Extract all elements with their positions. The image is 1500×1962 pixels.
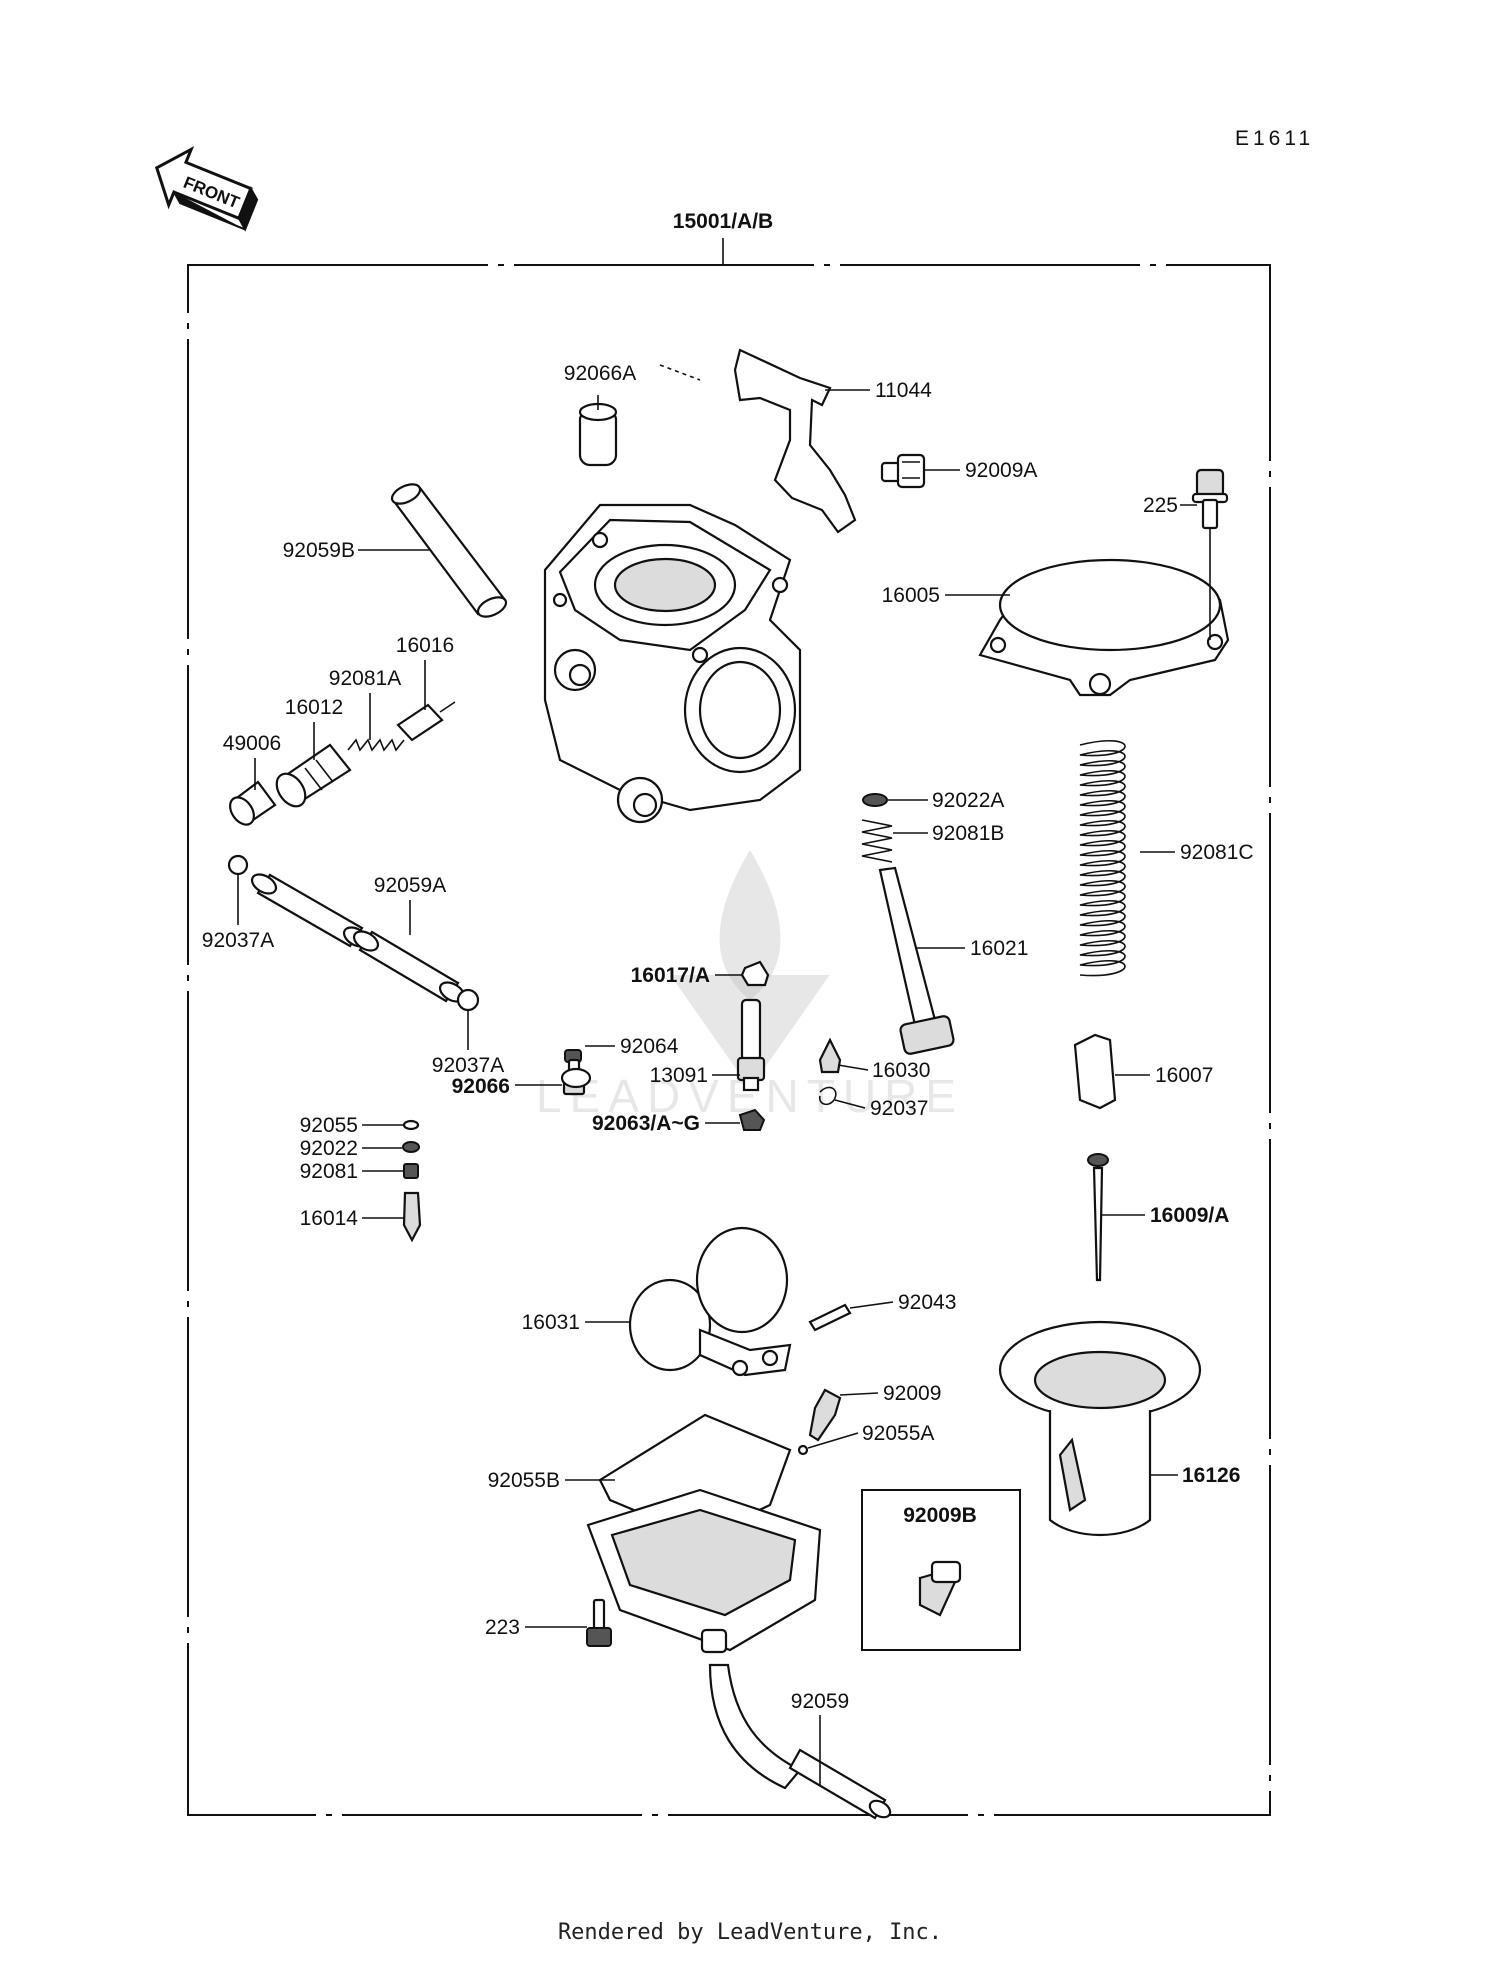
screw-92009A: [880, 453, 926, 489]
callout-92043: 92043: [898, 1291, 956, 1314]
callout-16030: 16030: [872, 1059, 930, 1082]
footer-credit: Rendered by LeadVenture, Inc.: [557, 1920, 943, 1945]
callout-92059B: 92059B: [283, 539, 355, 562]
tube-92059B: [390, 483, 508, 618]
pin-92043: [808, 1303, 852, 1332]
bracket-11044: [733, 348, 857, 534]
callout-13091: 13091: [650, 1064, 708, 1087]
callout-16021: 16021: [970, 937, 1028, 960]
hose-92059A: [250, 873, 466, 1003]
leader-lines: [237, 364, 1211, 1785]
needle-jet-13091: [736, 998, 766, 1092]
assembly-frame: [187, 264, 1271, 1816]
callout-16005: 16005: [882, 584, 940, 607]
spring-92081A: [347, 738, 405, 752]
callout-92066: 92066: [452, 1075, 510, 1098]
callout-92081C: 92081C: [1180, 841, 1254, 864]
washer-92066: [560, 1067, 592, 1089]
callout-92081B: 92081B: [932, 822, 1004, 845]
retainer-16007: [1073, 1033, 1117, 1110]
callout-16017A: 16017/A: [631, 964, 710, 987]
needle-16016: [396, 701, 456, 742]
callout-92059: 92059: [791, 1690, 849, 1713]
callout-92063: 92063/A~G: [592, 1112, 700, 1135]
callout-16012: 16012: [285, 696, 343, 719]
diagram-code: E1611: [1235, 127, 1314, 150]
assembly-label: 15001/A/B: [673, 210, 773, 233]
screw-225: [1191, 468, 1229, 530]
callout-92064: 92064: [620, 1035, 679, 1058]
callout-92055: 92055: [300, 1114, 358, 1137]
callout-92081A: 92081A: [329, 667, 401, 690]
float-bowl: [586, 1488, 822, 1654]
callout-92066A: 92066A: [564, 362, 636, 385]
screw-16014: [402, 1191, 422, 1243]
washer-92022: [402, 1141, 420, 1153]
washer-92022A: [862, 793, 888, 807]
cap-92066A: [578, 402, 618, 467]
needle-jet-16021: [878, 866, 955, 1055]
callout-92022: 92022: [300, 1137, 358, 1160]
callout-92055B: 92055B: [488, 1469, 560, 1492]
front-arrow-icon: FRONT: [154, 146, 259, 232]
cap-49006: [229, 780, 277, 826]
callout-92022A: 92022A: [932, 789, 1004, 812]
oring-92055: [402, 1119, 420, 1131]
callout-92055A: 92055A: [862, 1422, 934, 1445]
callout-92037: 92037: [870, 1097, 928, 1120]
callout-16007: 16007: [1155, 1064, 1213, 1087]
callout-16031: 16031: [522, 1311, 580, 1334]
jet-92063: [738, 1108, 766, 1131]
spring-92081C: [1079, 740, 1126, 977]
clip-92037A-bottom: [456, 988, 480, 1012]
callout-223: 223: [485, 1616, 520, 1639]
callout-92081: 92081: [300, 1160, 358, 1183]
spring-92081B: [861, 819, 893, 863]
carburetor-body: [543, 503, 802, 824]
screw-223: [586, 1598, 612, 1647]
slide-16126: [998, 1320, 1202, 1536]
callout-16014: 16014: [300, 1207, 359, 1230]
callout-92037A-top: 92037A: [202, 929, 274, 952]
callout-16126: 16126: [1182, 1464, 1240, 1487]
screw-92009: [808, 1388, 842, 1442]
screw-16012: [275, 743, 352, 808]
callout-49006: 49006: [223, 732, 281, 755]
float-16031: [628, 1226, 792, 1377]
hose-92059: [708, 1663, 892, 1820]
callout-225: 225: [1143, 494, 1178, 517]
oring-92055A: [797, 1444, 809, 1456]
callout-92009A: 92009A: [965, 459, 1037, 482]
clip-92037A-top: [227, 854, 249, 876]
callout-92009B: 92009B: [903, 1504, 977, 1527]
callout-16016: 16016: [396, 634, 454, 657]
callout-92009: 92009: [883, 1382, 941, 1405]
cover-16005: [978, 558, 1230, 697]
callout-92059A: 92059A: [374, 874, 446, 897]
inset-92009B: [861, 1489, 1021, 1651]
spring-92081: [403, 1163, 419, 1179]
callout-11044: 11044: [875, 379, 932, 402]
part-16030: [818, 1037, 842, 1074]
callout-92037A-bottom: 92037A: [432, 1054, 504, 1077]
callout-16009A: 16009/A: [1150, 1204, 1229, 1227]
jet-needle-16009A: [1087, 1153, 1109, 1282]
clip-92037: [818, 1086, 837, 1106]
